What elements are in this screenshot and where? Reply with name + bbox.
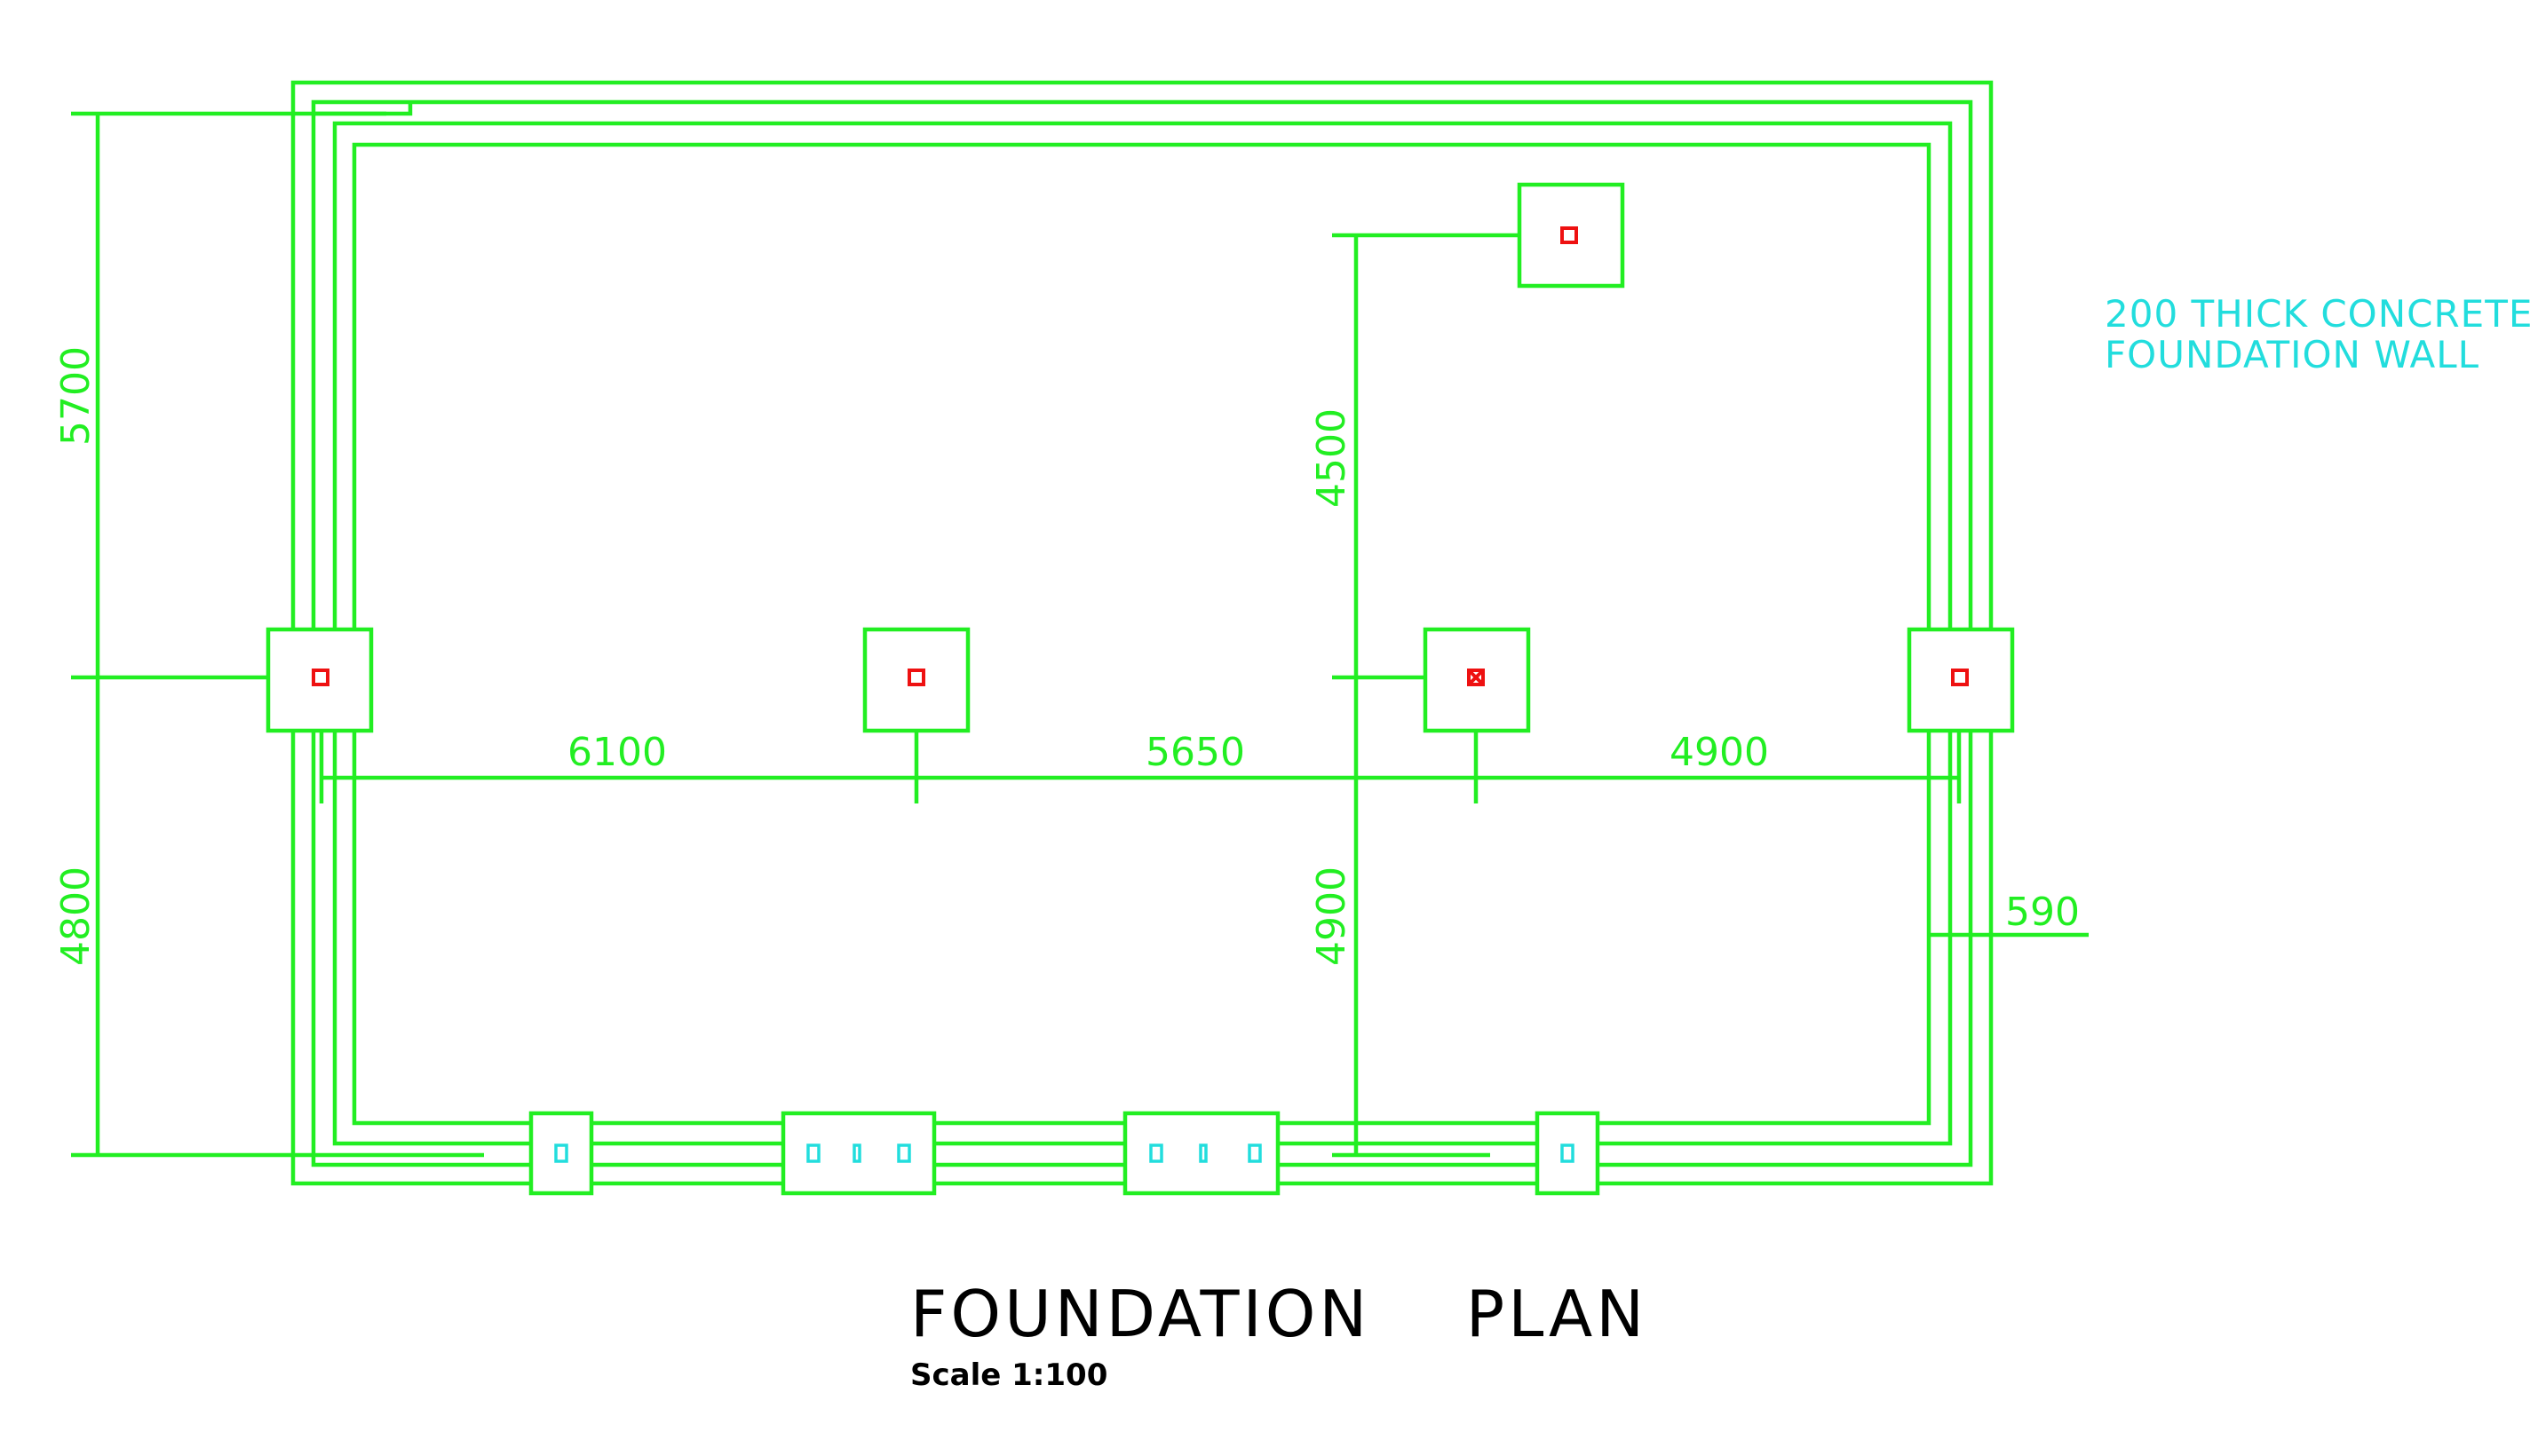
wall-outline-outer [290,80,1994,1186]
wall-note-line-2: FOUNDATION WALL [2105,333,2479,376]
pile-1 [554,1143,568,1163]
pile-4 [897,1143,911,1163]
wall-outline-inner [352,142,1931,1126]
pile-5 [1149,1143,1163,1163]
dimension-left-upper: 5700 [53,346,99,446]
wall-note-line-1: 200 THICK CONCRETE [2105,292,2533,336]
drawing-scale: Scale 1:100 [910,1357,1107,1393]
pile-7 [1248,1143,1262,1163]
footing-pad-top [1517,182,1625,289]
wall-outline-second [311,99,1973,1167]
inner-vertical-dimension-chain [1332,233,1545,1158]
column-footings [266,182,2015,733]
dimension-right-offset: 590 [2005,890,2080,935]
pile-8 [1560,1143,1574,1163]
wall-outline-third [332,121,1953,1146]
column-top [1560,226,1578,244]
dimension-left-lower: 4800 [53,866,99,966]
footing-pad-center [862,627,971,733]
pile-cap-4 [1535,1111,1600,1196]
column-right-center-cross-b [1469,670,1483,684]
dimension-span-3: 4900 [1670,730,1769,775]
dimension-span-1: 6100 [567,730,667,775]
drawing-title: FOUNDATION PLAN [910,1277,1647,1351]
column-right [1951,669,1969,686]
footing-pad-left [266,627,374,733]
pile-3 [853,1143,861,1163]
pile-cap-1 [528,1111,594,1196]
dimension-inner-upper: 4500 [1309,408,1354,508]
column-right-center [1467,669,1485,686]
dimension-inner-lower: 4900 [1309,866,1354,966]
pile-markers [554,1143,1574,1163]
column-markers [312,226,1969,686]
column-left [312,669,329,686]
pile-caps [528,1111,1600,1196]
foundation-wall-outlines [290,80,1994,1186]
footing-pad-right [1907,627,2015,733]
pile-6 [1199,1143,1208,1163]
dimension-span-2: 5650 [1146,730,1245,775]
pile-2 [806,1143,821,1163]
column-center [908,669,925,686]
